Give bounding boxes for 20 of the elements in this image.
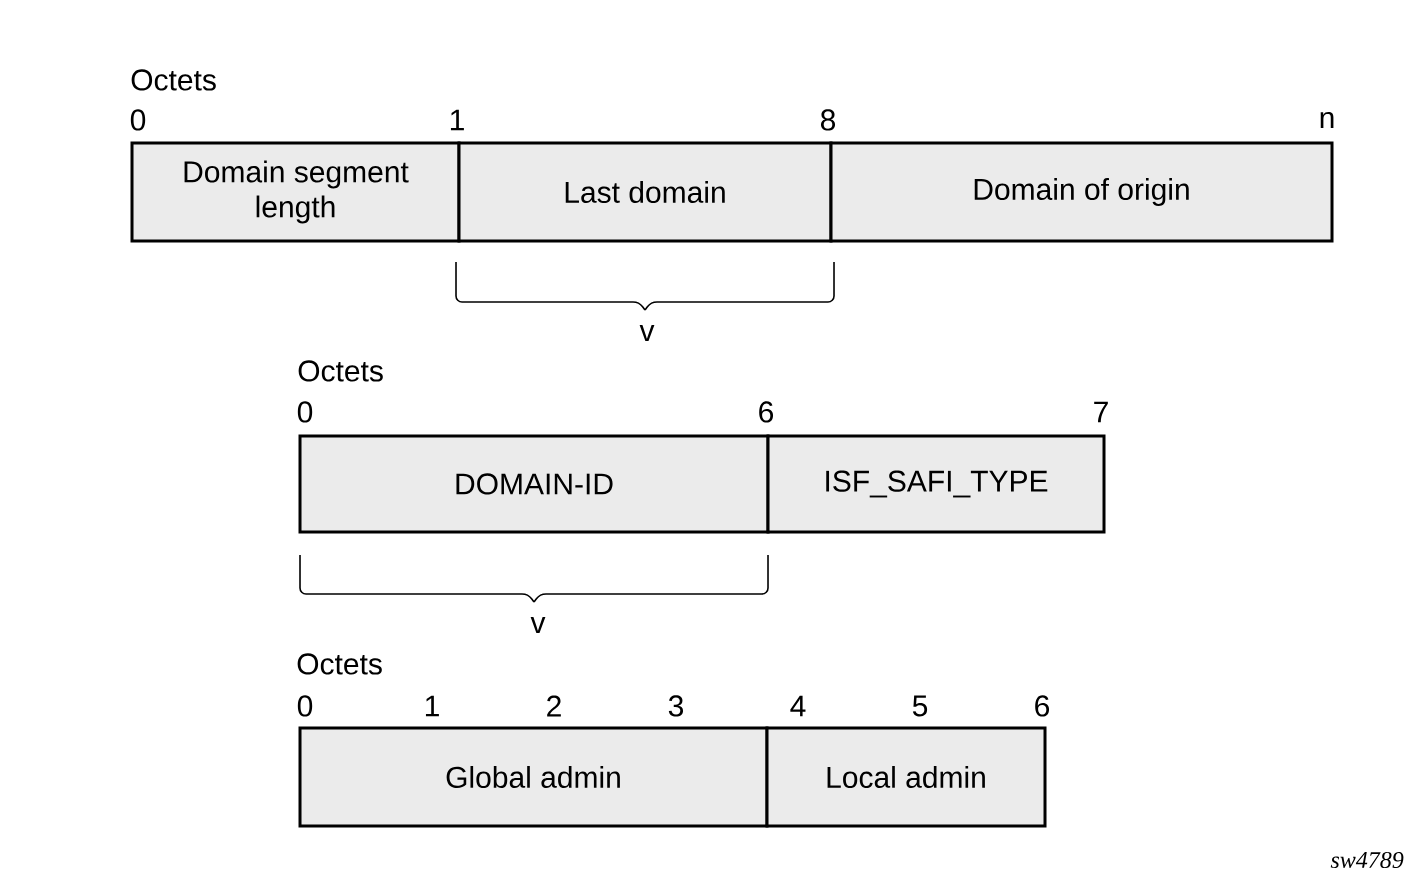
octet-label: 3 [668,695,684,717]
field-label: v [639,325,655,341]
octet-label: 6 [1035,695,1050,717]
field-label: v [530,617,546,633]
octet-label: 6 [759,401,774,423]
field-box: Domain segment length [130,141,461,243]
octet-label: 8 [820,109,836,131]
octet-label: 7 [1094,401,1108,423]
field-box: DOMAIN-ID [298,434,770,534]
field-box: Last domain [457,141,833,243]
field-box: Local admin [765,726,1047,828]
field-box: ISF_SAFI_TYPE [766,434,1106,534]
axis-title: Octets [298,360,383,382]
axis-title: Octets [297,653,382,675]
figure-id: sw4789 [1330,851,1404,869]
field-box: Domain of origin [829,141,1334,243]
axis-title: Octets [131,69,216,91]
field-box: Global admin [298,726,769,828]
octet-label: 4 [790,695,806,717]
octet-label: 1 [450,109,464,131]
